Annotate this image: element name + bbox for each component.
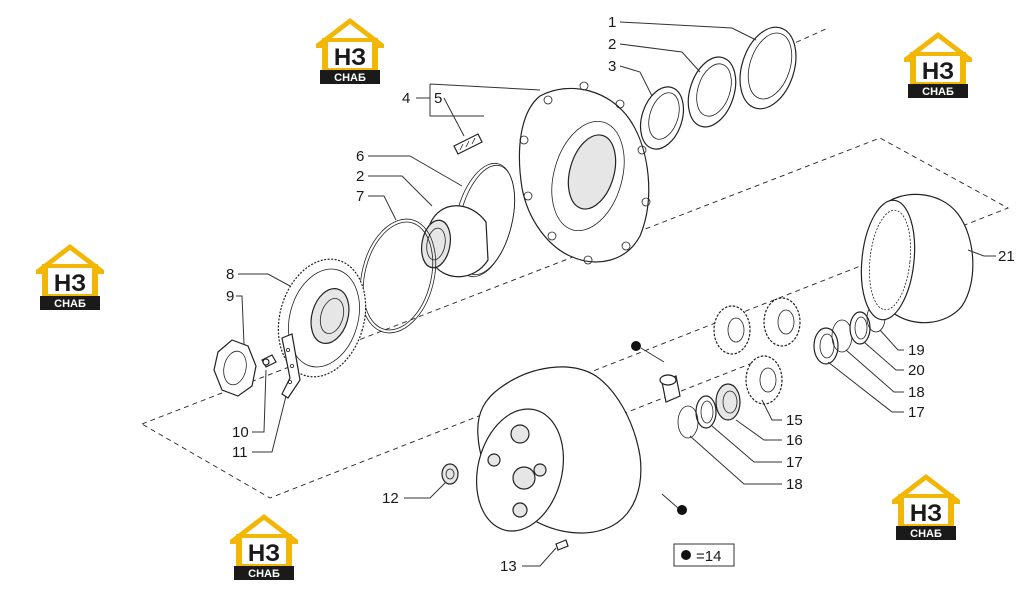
callout-1: 1: [608, 14, 616, 31]
callout-7: 7: [356, 188, 364, 205]
part-housing: [475, 366, 642, 534]
callout-15: 15: [786, 412, 803, 429]
callout-labels: 1 2 3 4 5 6 2 7 8 9 10 11 12 13 15 16 17…: [226, 14, 1015, 575]
part-bearing-2b: [420, 205, 489, 278]
part-bolt-10: [261, 354, 277, 368]
callout-11: 11: [232, 444, 248, 461]
callout-19: 19: [908, 342, 925, 359]
part-plug-12: [441, 463, 459, 485]
part-gear-8: [277, 258, 367, 378]
legend-bullets: [631, 341, 687, 515]
logo-small-text: СНАБ: [910, 528, 942, 540]
logo-small-text: СНАБ: [922, 86, 954, 98]
callout-18b: 18: [908, 384, 925, 401]
part-screw-13: [555, 539, 569, 551]
logo-big-text: НЗ: [922, 58, 954, 85]
part-race-3: [639, 86, 685, 150]
callout-2: 2: [608, 36, 616, 53]
callout-13: 13: [500, 558, 517, 575]
callout-20: 20: [908, 362, 925, 379]
logo-small-text: СНАБ: [248, 568, 280, 580]
brand-logo-top-right: НЗ СНАБ: [904, 32, 972, 98]
callout-6: 6: [356, 148, 364, 165]
brand-logo-bottom-left: НЗ СНАБ: [230, 514, 298, 580]
logo-big-text: НЗ: [54, 270, 86, 297]
bullet-icon: [681, 550, 691, 560]
brand-logo-bottom-right: НЗ СНАБ: [892, 474, 960, 540]
logo-big-text: НЗ: [910, 500, 942, 527]
callout-12: 12: [382, 490, 399, 507]
part-stud-5: [453, 133, 483, 155]
part-snapring-7: [359, 218, 437, 334]
callout-17b: 17: [908, 404, 925, 421]
part-needle-bearing-16: [715, 383, 741, 421]
part-plate-11: [281, 333, 301, 399]
callout-2b: 2: [356, 168, 364, 185]
part-pin: [659, 374, 681, 403]
assembly-boundary: [140, 27, 1010, 499]
part-nut-9: [213, 339, 257, 397]
part-seal-1: [739, 26, 797, 110]
callout-9: 9: [226, 288, 234, 305]
brand-logo-top-center: НЗ СНАБ: [316, 18, 384, 84]
callout-3: 3: [608, 58, 616, 75]
logo-big-text: НЗ: [334, 44, 366, 71]
brand-logo-left: НЗ СНАБ: [36, 244, 104, 310]
legend-box: =14: [673, 543, 735, 567]
callout-10: 10: [232, 424, 249, 441]
callout-17a: 17: [786, 454, 803, 471]
leader-lines: [236, 21, 996, 567]
part-planet-gears-15: [713, 297, 801, 405]
callout-18a: 18: [786, 476, 803, 493]
callout-4: 4: [402, 90, 410, 107]
part-bearing-2: [687, 56, 737, 128]
callout-21: 21: [998, 248, 1015, 265]
logo-small-text: СНАБ: [334, 72, 366, 84]
part-washer-17a: [695, 395, 717, 429]
logo-big-text: НЗ: [248, 540, 280, 567]
callout-5: 5: [434, 90, 442, 107]
callout-8: 8: [226, 266, 234, 283]
logo-small-text: СНАБ: [54, 298, 86, 310]
part-circlip-18a: [677, 405, 699, 439]
legend-text: =14: [696, 548, 721, 565]
part-hub-4: [518, 81, 651, 265]
part-ring-gear-21: [860, 193, 974, 324]
callout-16: 16: [786, 432, 803, 449]
